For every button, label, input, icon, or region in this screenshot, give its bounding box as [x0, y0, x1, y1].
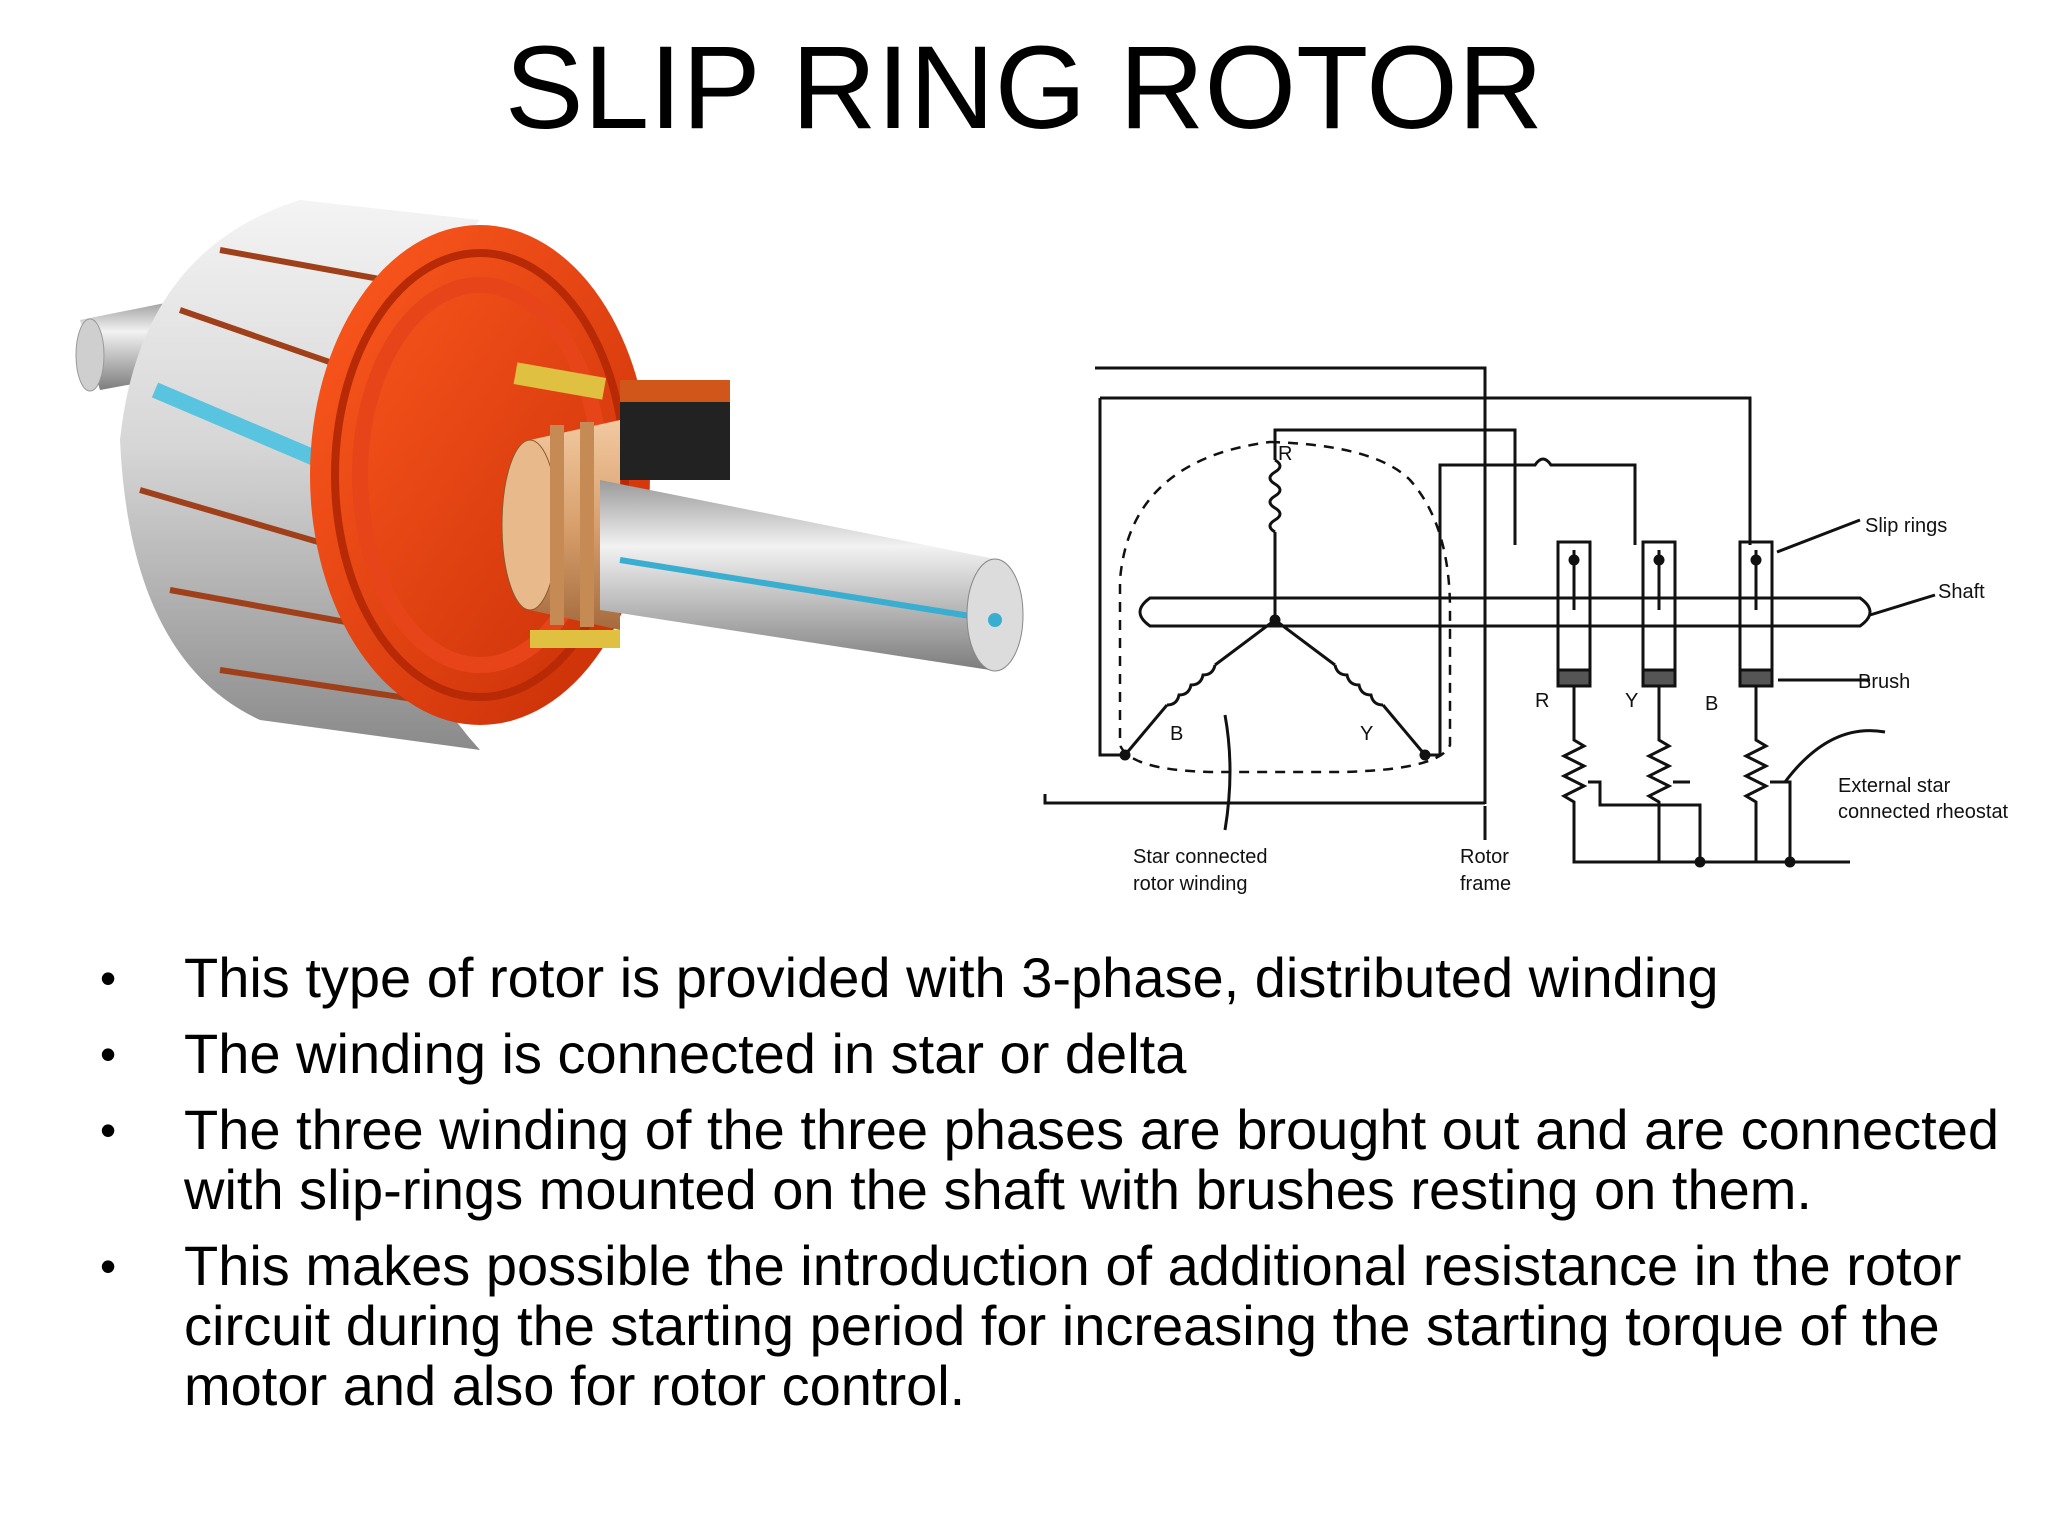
bullet-text: The three winding of the three phases ar… — [184, 1098, 2000, 1221]
slip-ring-y — [1641, 540, 1677, 688]
brush-label-r: R — [1535, 690, 1549, 712]
shaft-arrow — [1869, 593, 1936, 617]
brush-label: Brush — [1858, 671, 1910, 693]
bullet-dot: • — [100, 952, 117, 1004]
shaft-outline — [1138, 596, 1872, 628]
slip-ring-r — [1556, 540, 1592, 688]
phase-y-lead — [1425, 457, 1637, 757]
slip-rings-label: Slip rings — [1865, 515, 1947, 537]
phase-label-y: Y — [1360, 723, 1373, 745]
slip-rings-art — [501, 362, 730, 648]
shaft-label: Shaft — [1938, 581, 1985, 603]
rheostat-label-line2: connected rheostat — [1838, 801, 2009, 823]
slip-ring-b — [1738, 540, 1774, 688]
bullet-item: • The three winding of the three phases … — [100, 1100, 2000, 1220]
bullet-item: • The winding is connected in star or de… — [100, 1024, 2000, 1084]
bullet-text: The winding is connected in star or delt… — [184, 1022, 1187, 1085]
bullet-dot: • — [100, 1104, 117, 1156]
phase-r-lead — [1273, 428, 1517, 545]
bullet-item: • This makes possible the introduction o… — [100, 1236, 2000, 1416]
external-rheostat — [1560, 686, 1886, 868]
rheostat-label-line1: External star — [1838, 775, 1951, 797]
brush-label-y: Y — [1625, 690, 1638, 712]
phase-label-r: R — [1278, 443, 1292, 465]
winding-arrow — [1223, 714, 1232, 831]
star-winding-label-line2: rotor winding — [1133, 873, 1248, 895]
bullet-dot: • — [100, 1028, 117, 1080]
bullet-text: This type of rotor is provided with 3-ph… — [184, 946, 1719, 1009]
slip-ring-circuit-diagram: R B Y R Y B Slip rings Shaft Brush Exter… — [1043, 366, 2009, 895]
star-winding-label-line1: Star connected — [1133, 846, 1268, 868]
rotor-shaft-right — [600, 480, 1024, 672]
rotor-frame-label-line2: frame — [1460, 873, 1511, 895]
slip-rings-arrow — [1776, 518, 1861, 554]
phase-label-b: B — [1170, 723, 1183, 745]
rotor-frame-label-line1: Rotor — [1460, 846, 1509, 868]
slide-title: SLIP RING ROTOR — [504, 22, 1544, 154]
brush-label-b: B — [1705, 693, 1718, 715]
bullet-list: • This type of rotor is provided with 3-… — [100, 948, 2000, 1432]
bullet-dot: • — [100, 1240, 117, 1292]
winding-boundary — [1118, 440, 1452, 774]
star-connected-winding — [1119, 435, 1431, 761]
rotor-frame-wiring — [1043, 366, 1752, 805]
bullet-text: This makes possible the introduction of … — [184, 1234, 1962, 1417]
bullet-item: • This type of rotor is provided with 3-… — [100, 948, 2000, 1008]
slip-ring-rotor-illustration — [75, 200, 1024, 750]
